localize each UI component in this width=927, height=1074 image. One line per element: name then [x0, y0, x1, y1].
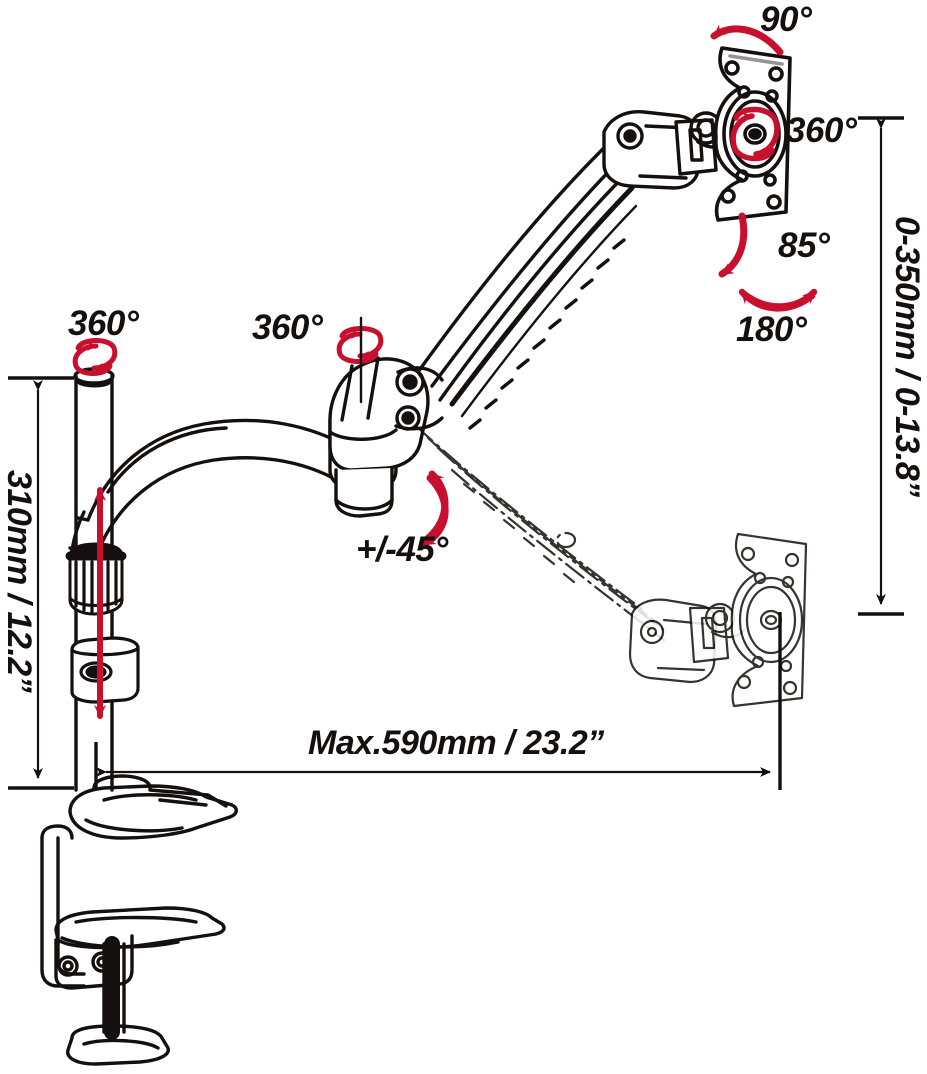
- label-pole-height-dimension: 310mm / 12.2”: [0, 470, 38, 693]
- label-arm-tilt-45: +/-45°: [356, 530, 448, 569]
- label-screen-rotation-360: 360°: [786, 111, 857, 150]
- dimension-lines: [8, 116, 904, 790]
- joint-rotation-arrow-360: [336, 326, 384, 364]
- label-tilt-down-85: 85°: [778, 226, 830, 265]
- center-joint-housing: [328, 356, 444, 518]
- tilt-up-arrow-90: [710, 24, 784, 56]
- screen-rotation-arrow-360: [730, 106, 780, 162]
- lower-arm: [68, 418, 358, 558]
- label-height-travel-dimension: 0-350mm / 0-13.8”: [888, 216, 926, 497]
- label-max-reach-dimension: Max.590mm / 23.2”: [308, 724, 604, 762]
- alternate-head: [688, 602, 746, 664]
- motion-arrows: [72, 24, 818, 719]
- desk-clamp: [40, 774, 238, 1066]
- tilt-down-arrow-85: [718, 212, 748, 278]
- arm-tilt-arrow-45: [420, 470, 449, 548]
- mount-linework: [40, 46, 808, 1066]
- pole-height-dimension: [8, 376, 74, 790]
- label-swivel-180: 180°: [736, 310, 807, 349]
- vesa-plate-lower: [730, 532, 808, 708]
- max-reach-dimension: [94, 612, 782, 790]
- label-tilt-up-90: 90°: [760, 0, 812, 39]
- label-joint-rotation-360: 360°: [252, 308, 323, 347]
- pole-stop-collar: [70, 636, 140, 704]
- swivel-arrow-180: [738, 288, 818, 312]
- label-pole-rotation-360: 360°: [68, 304, 139, 343]
- pole-rotation-arrow-360: [72, 338, 118, 376]
- height-travel-dimension: [858, 116, 904, 616]
- alternate-arm-position: [414, 424, 666, 642]
- vesa-plate-upper: [714, 46, 792, 222]
- upper-gas-spring-arm: [416, 110, 700, 430]
